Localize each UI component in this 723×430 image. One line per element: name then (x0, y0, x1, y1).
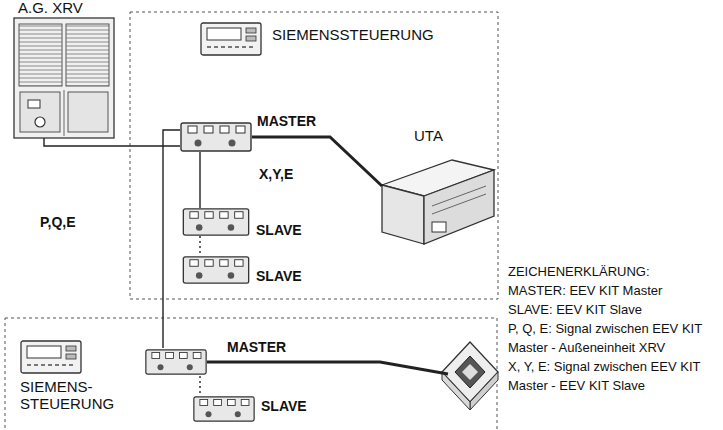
note-text: X, Y, E: Signal zwischen EEV KIT Master … (508, 357, 720, 395)
signal-line (252, 137, 382, 186)
signal-line (199, 236, 200, 256)
node-label: MASTER (257, 113, 316, 129)
signal-line (44, 138, 180, 146)
eev-kit (146, 350, 206, 374)
note-text: SLAVE: EEV KIT Slave (508, 300, 720, 319)
outdoor-unit-node: A.G. XRV (14, 18, 114, 138)
signal-line (163, 130, 180, 348)
eev-kit-node: MASTER (180, 122, 252, 152)
node-label: SLAVE (256, 268, 302, 284)
node-label: SLAVE (261, 398, 307, 414)
signal-label: P,Q,E (38, 214, 78, 230)
node-label: SIEMENS- STEUERUNG (20, 378, 130, 412)
air-handling-unit (382, 160, 494, 244)
refrigerant-wire (207, 362, 448, 374)
signal-line (199, 376, 200, 396)
node-label: SIEMENSSTEUERUNG (272, 27, 434, 43)
group-outline (5, 318, 497, 430)
node-label: MASTER (227, 339, 286, 355)
controller-node: SIEMENS- STEUERUNG (20, 340, 82, 374)
note-text: ZEICHENERKLÄRUNG: (508, 262, 720, 281)
signal-line (199, 152, 200, 208)
signal-label: X,Y,E (257, 166, 295, 182)
group-outline (130, 12, 498, 299)
node-label: A.G. XRV (18, 0, 83, 16)
eev-kit (183, 257, 248, 283)
eev-kit-node: SLAVE (182, 208, 250, 236)
controller-node: SIEMENSSTEUERUNG (200, 22, 262, 56)
node-label: SLAVE (256, 222, 302, 238)
note-text: MASTER: EEV KIT Master (508, 281, 720, 300)
note-text: P, Q, E: Signal zwischen EEV KIT Master … (508, 319, 720, 357)
cassette-unit (442, 342, 498, 410)
eev-kit-node: SLAVE (193, 396, 255, 422)
legend-notes: ZEICHENERKLÄRUNG:MASTER: EEV KIT MasterS… (508, 262, 720, 395)
eev-kit-node: SLAVE (182, 256, 250, 284)
eev-kit (194, 397, 254, 421)
eev-kit (183, 209, 248, 235)
eev-kit (181, 123, 251, 151)
controller (21, 341, 81, 373)
controller (201, 23, 261, 55)
outdoor-unit (14, 18, 114, 138)
air-handling-node: UTA (380, 158, 496, 246)
node-label: UTA (414, 128, 443, 144)
eev-kit-node: MASTER (145, 348, 207, 376)
